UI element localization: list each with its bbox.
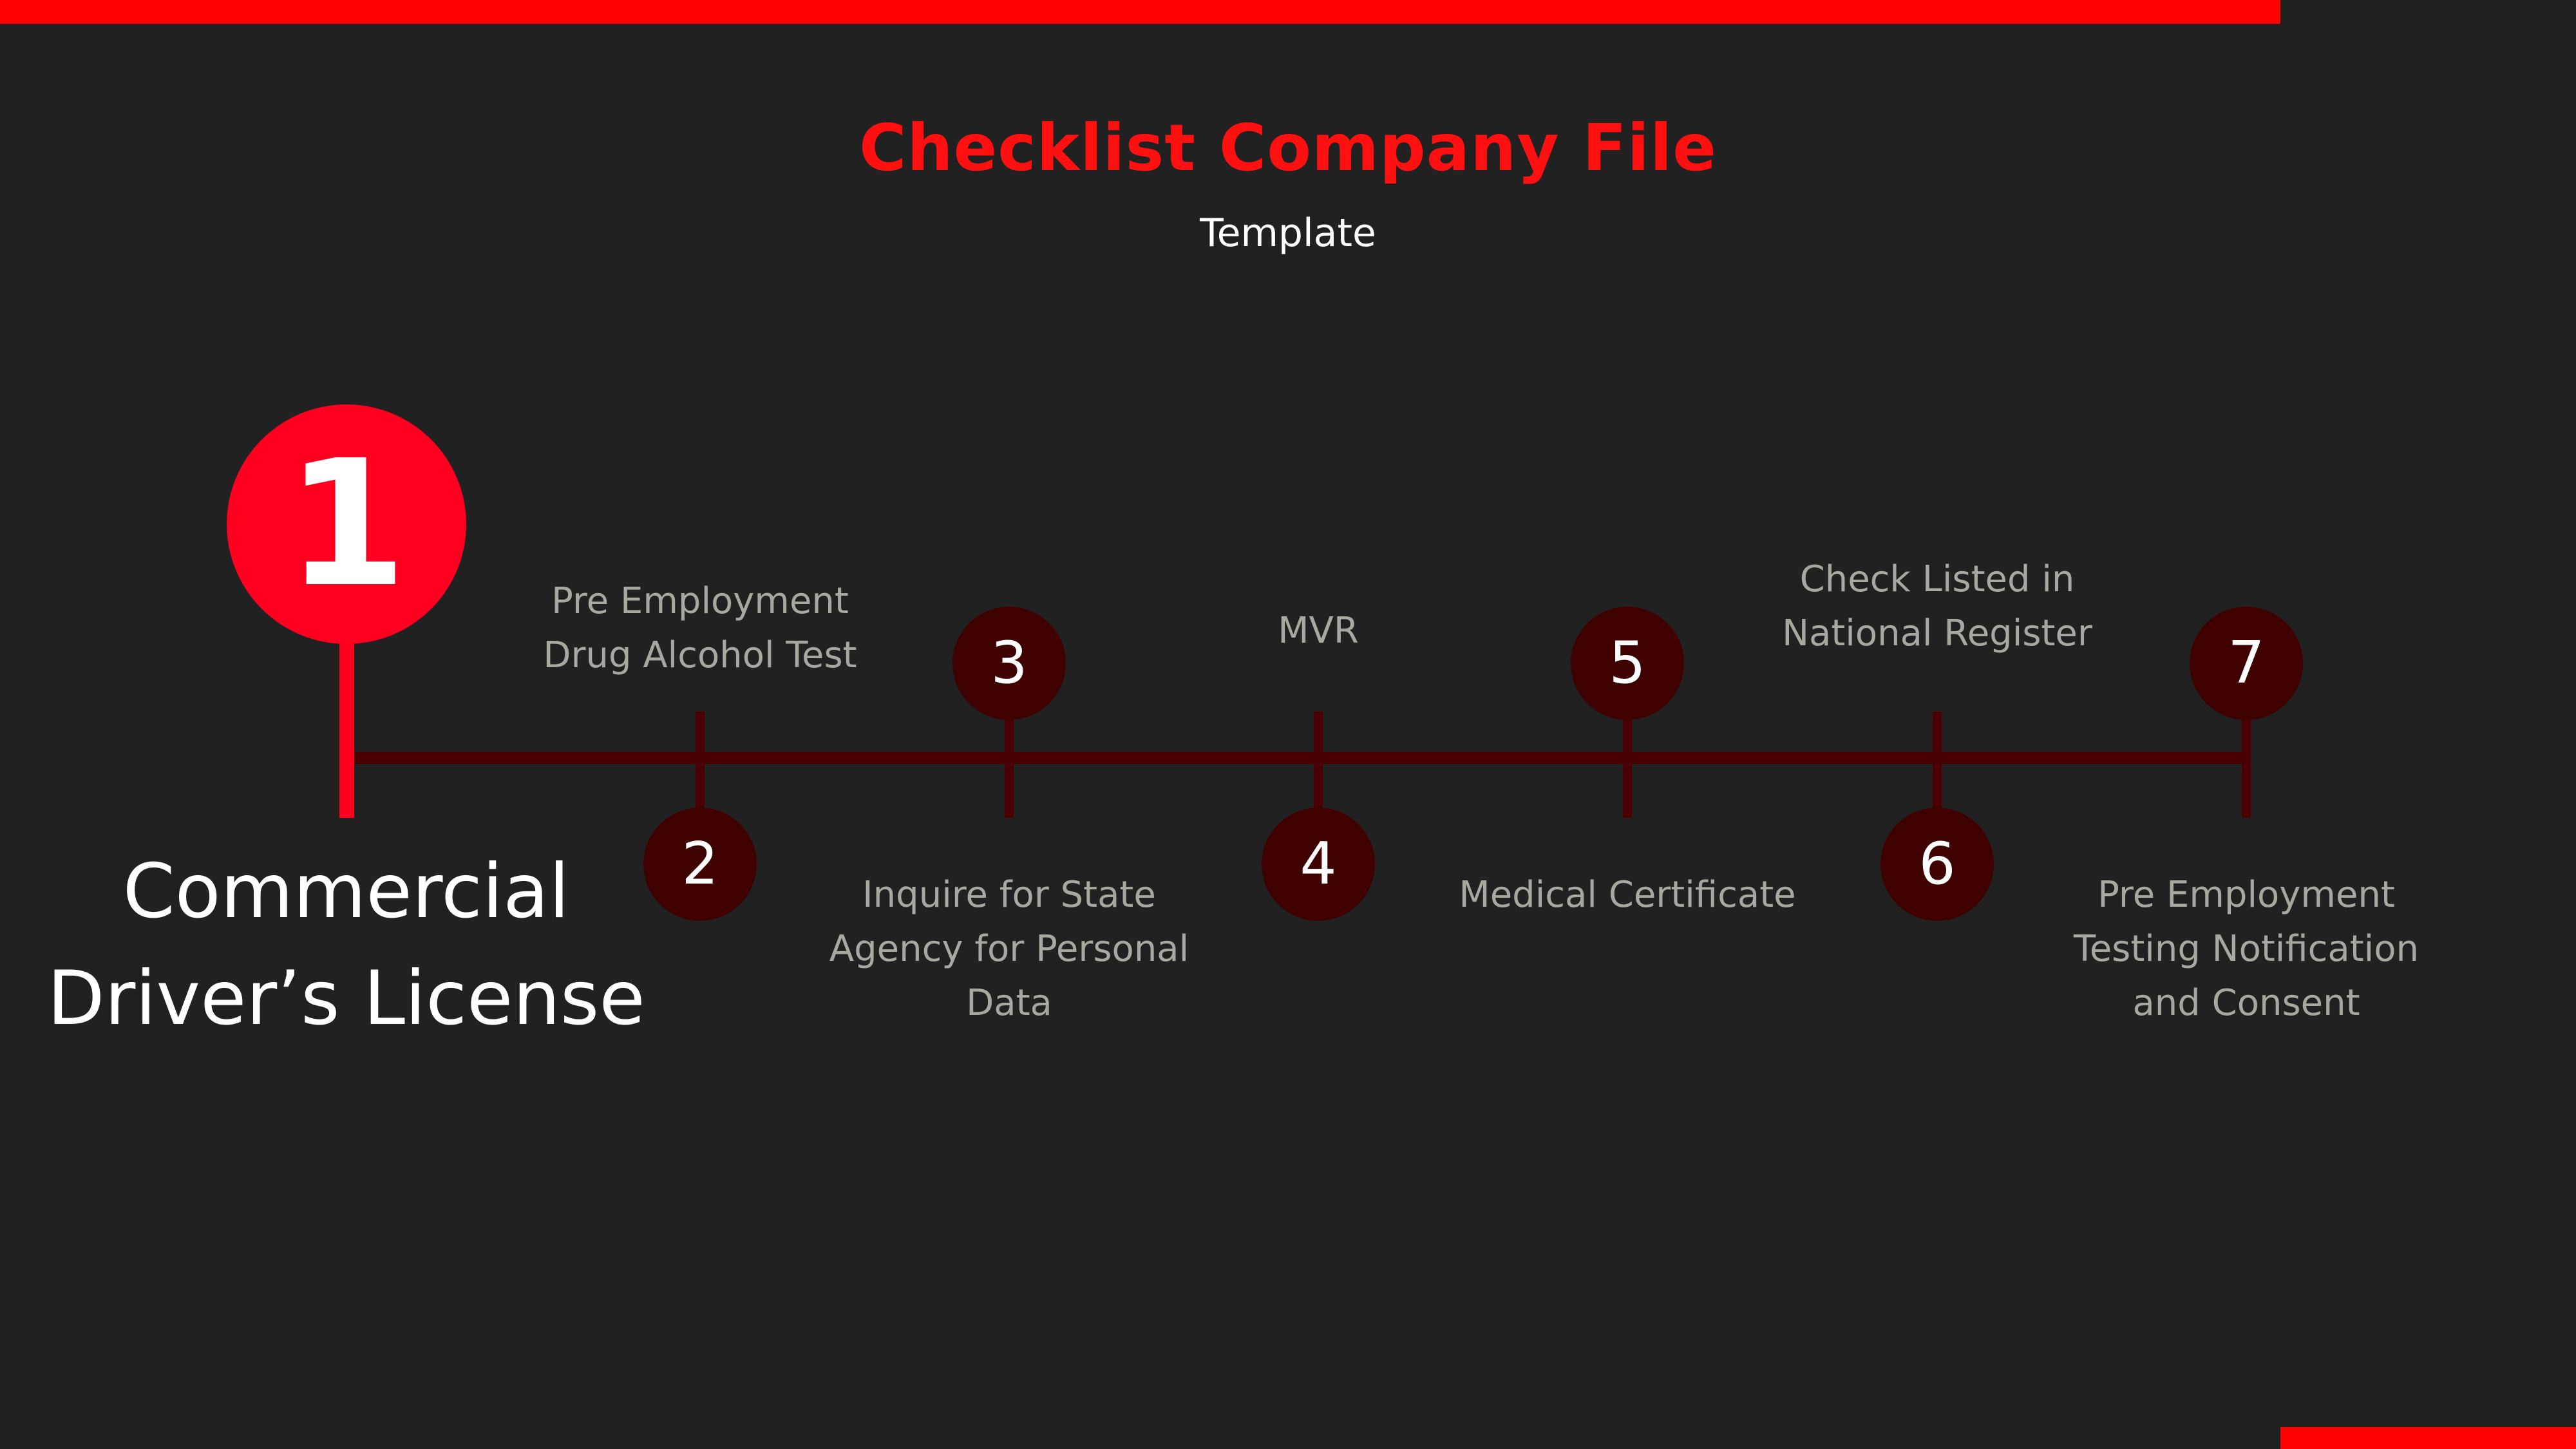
step-6-label-line: Check Listed in [1799,558,2075,600]
step-5-label-line: Medical Certificate [1459,874,1796,916]
step-7-label-line: Testing Notification [2074,928,2419,970]
timeline-line [346,752,2250,764]
step-7-marker: 7 [2190,607,2303,720]
step-3-label-line: Inquire for State [862,874,1156,916]
timeline-tick-5 [1623,712,1632,818]
step-2-label: Pre Employment Drug Alcohol Test [494,574,906,683]
step-7-label-line: Pre Employment [2098,874,2395,916]
step-3-label: Inquire for State Agency for Personal Da… [803,868,1215,1030]
step-6-label: Check Listed in National Register [1731,553,2143,661]
step-5-label: Medical Certificate [1421,868,1833,922]
step-7-label-line: and Consent [2132,982,2360,1024]
step-3-label-line: Data [966,982,1052,1024]
top-accent-bar [0,0,2280,24]
bottom-accent-bar [2280,1427,2576,1449]
step-6-marker: 6 [1880,808,1994,921]
step-6-label-line: National Register [1782,612,2092,654]
step-4-marker: 4 [1262,808,1375,921]
step-4-label: MVR [1112,604,1524,658]
step-1-label-line: Driver’s License [47,955,645,1042]
page-title: Checklist Company File [858,110,1718,185]
step-7-label: Pre Employment Testing Notification and … [2040,868,2452,1030]
page-subtitle: Template [1200,211,1376,256]
timeline-tick-7 [2242,712,2251,818]
timeline-tick-4 [1314,712,1323,818]
timeline-tick-3 [1005,712,1014,818]
step-2-label-line: Pre Employment [551,580,849,622]
step-3-marker: 3 [952,607,1066,720]
step-4-label-line: MVR [1278,610,1359,652]
timeline-tick-2 [696,712,705,818]
step-5-marker: 5 [1571,607,1684,720]
step-1-label: Commercial Driver’s License [39,838,654,1052]
step-2-marker: 2 [643,808,757,921]
step-2-label-line: Drug Alcohol Test [543,634,857,676]
timeline-tick-6 [1933,712,1942,818]
step-1-label-line: Commercial [122,848,570,935]
step-3-label-line: Agency for Personal [829,928,1189,970]
step-1-marker: 1 [227,404,466,644]
main-step-stem [339,638,354,818]
